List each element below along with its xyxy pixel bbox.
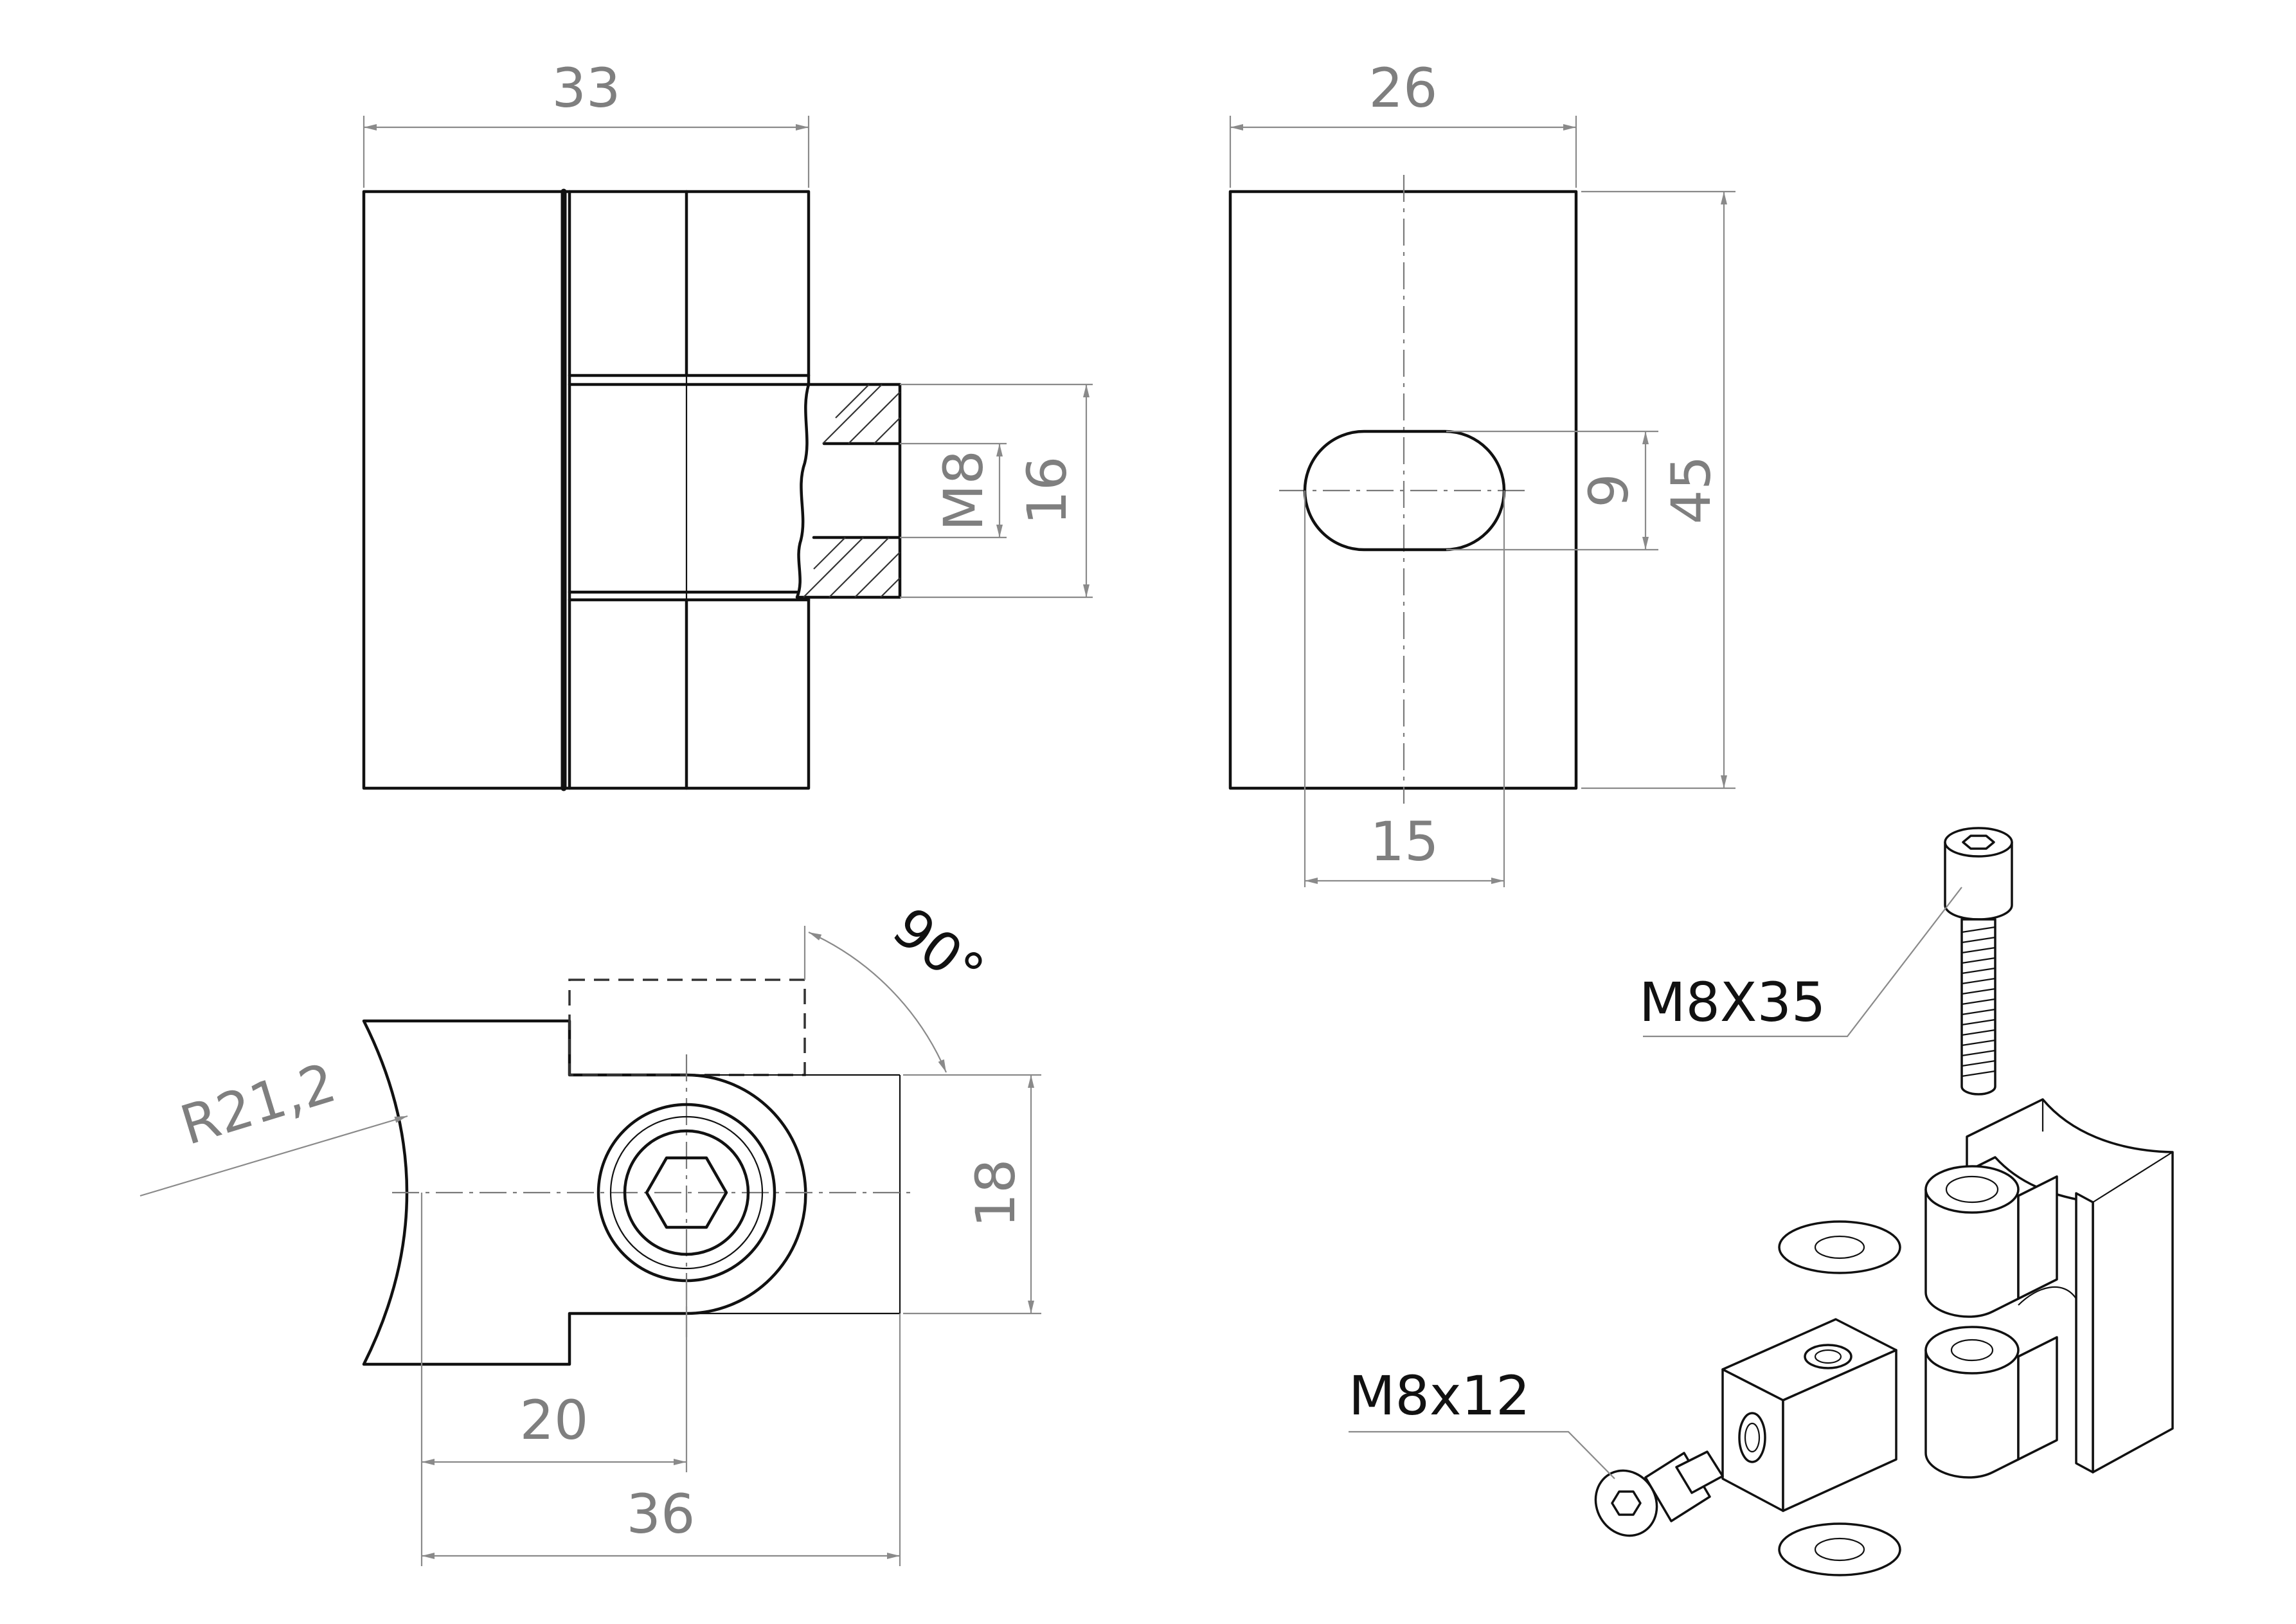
dim-plan-height: 18 — [964, 1159, 1027, 1228]
long-screw-m8x35 — [1944, 827, 2013, 1096]
dim-slot-width: 15 — [1370, 810, 1439, 873]
dim-radius: R21,2 — [174, 1051, 343, 1157]
dim-thread: M8 — [932, 450, 995, 531]
dim-slot-height: 9 — [1577, 473, 1640, 507]
dim-bore-height: 16 — [1016, 456, 1079, 525]
front-view: 33 M8 16 — [362, 57, 1093, 791]
callout-long-screw: M8X35 — [1639, 971, 1825, 1034]
dim-front-width: 33 — [552, 57, 621, 120]
short-screw-m8x12 — [1594, 1450, 1724, 1537]
washer-bottom — [1778, 1522, 1901, 1576]
side-view: 26 45 9 15 — [1228, 57, 1735, 887]
callout-short-screw: M8x12 — [1349, 1364, 1530, 1427]
washer-top — [1778, 1220, 1901, 1274]
dim-center-distance: 20 — [520, 1389, 589, 1452]
thread-lines — [1961, 926, 1996, 1078]
threaded-block — [1721, 1318, 1897, 1512]
dim-total-height: 45 — [1660, 456, 1723, 525]
plan-view: 90° R21,2 18 20 36 — [139, 896, 1041, 1566]
hatching — [803, 384, 901, 598]
dim-angle: 90° — [881, 896, 996, 1004]
clamp-body — [1924, 1098, 2174, 1479]
dim-side-width: 26 — [1369, 57, 1438, 120]
isometric-view: M8X35 M8x12 — [1349, 827, 2174, 1576]
dim-total-length: 36 — [627, 1483, 695, 1546]
socket-screw-top — [596, 1103, 776, 1283]
